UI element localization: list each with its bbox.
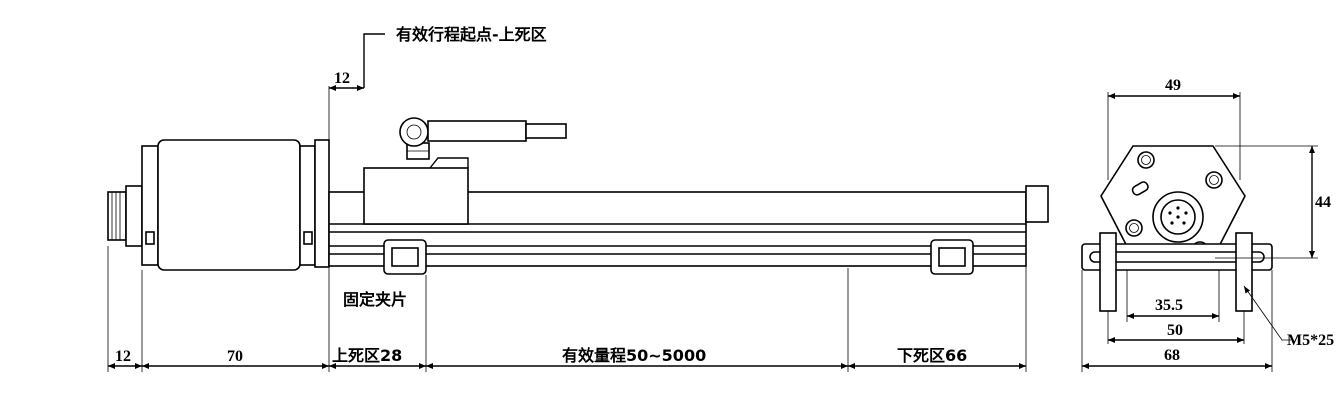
pull-rod (525, 123, 567, 139)
thread-label: M5*25 (1287, 332, 1334, 349)
dim-bottom-70: 70 (227, 348, 243, 365)
thread-leader (1243, 285, 1291, 341)
bracket-slot (1089, 251, 1265, 263)
dim-44: 44 (1315, 194, 1331, 211)
dim-top-dead-zone: 上死区28 (332, 346, 402, 365)
clamp-right-inner (938, 247, 966, 267)
dim-49: 49 (1165, 77, 1181, 94)
flange-small-tab (303, 231, 313, 245)
dim-35-5: 35.5 (1155, 297, 1183, 314)
dim-effective-range: 有效量程50~5000 (562, 346, 706, 365)
dim-bottom-dead-zone: 下死区66 (897, 346, 967, 365)
head-block (314, 139, 330, 268)
mount-hole-right (1205, 171, 1223, 189)
dim-68: 68 (1164, 347, 1180, 364)
end-view: 49 44 35.5 50 68 M5*25 (1081, 77, 1334, 372)
connector-nut (125, 185, 143, 247)
carriage-step (429, 157, 469, 169)
bolt-left (1099, 232, 1117, 312)
sensor-housing (157, 139, 301, 271)
slider-carriage (363, 167, 469, 225)
clamp-label: 固定夹片 (343, 290, 407, 309)
connector-plug (107, 191, 127, 241)
pull-rod-sleeve (427, 120, 527, 142)
mount-hole-top-left (1137, 151, 1155, 169)
ball-joint (399, 117, 429, 147)
stroke-start-leader (363, 33, 385, 88)
housing-flange (299, 145, 316, 266)
rail-end-cap (1025, 185, 1049, 223)
slot-hole (1131, 181, 1149, 196)
housing-small-tab (145, 231, 155, 245)
mount-hole-left (1125, 219, 1143, 237)
dim-top-12: 12 (334, 70, 350, 87)
stroke-start-label: 有效行程起点-上死区 (396, 25, 547, 44)
dim-50: 50 (1167, 322, 1183, 339)
bolt-right (1235, 232, 1253, 312)
side-view: 有效行程起点-上死区 12 固定夹片 12 70 上死区28 有效量程50~50… (107, 25, 1049, 372)
dim-bottom-12: 12 (115, 348, 131, 365)
housing-end-cap (141, 145, 159, 266)
clamp-left-inner (391, 247, 419, 267)
